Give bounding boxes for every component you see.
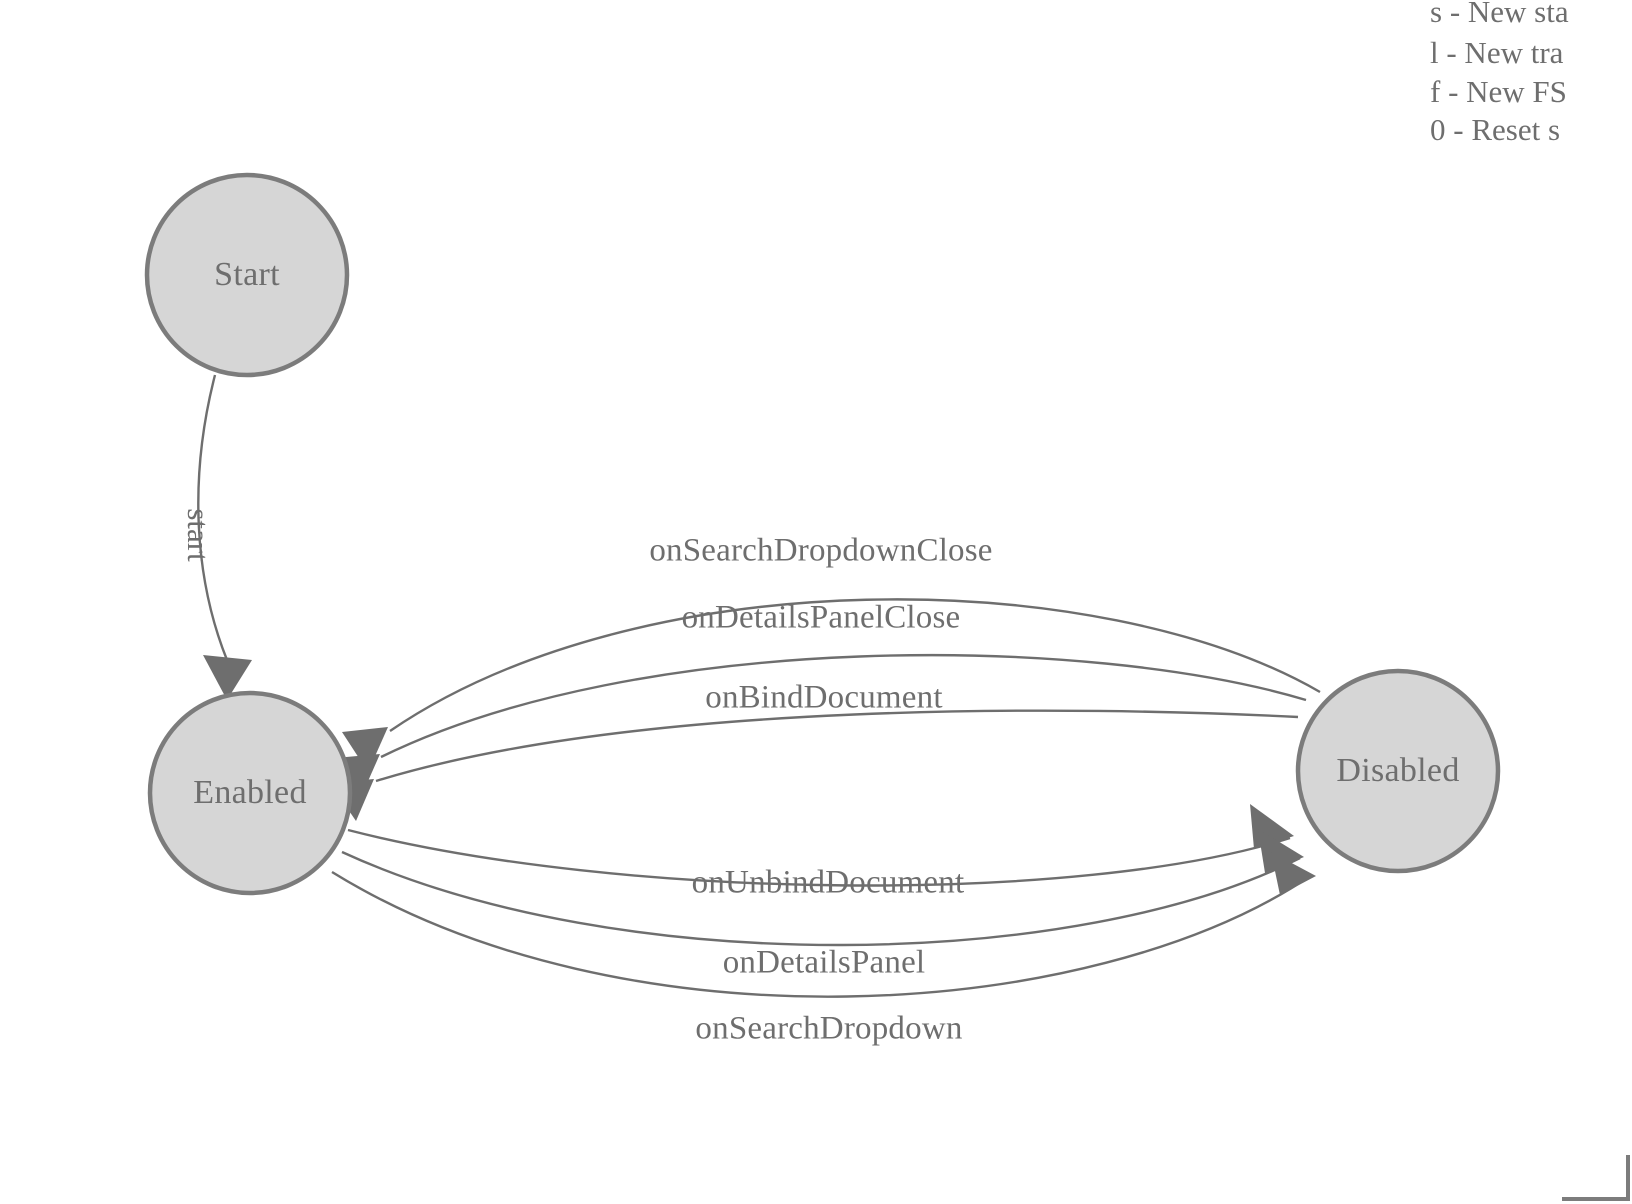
node-disabled[interactable]: Disabled — [1295, 668, 1501, 874]
node-disabled-circle[interactable] — [1295, 668, 1501, 874]
edge-onDetailsPanelClose-path[interactable] — [380, 653, 1307, 759]
legend-line-new-transition: l - New tra — [1430, 35, 1564, 70]
edge-onUnbindDocument-path[interactable] — [347, 828, 1291, 887]
arrowhead-onSearchDropdownClose — [342, 727, 388, 772]
edge-start-path[interactable] — [197, 374, 229, 661]
arrowhead-start — [203, 655, 252, 700]
edge-label-onUnbindDocument: onUnbindDocument — [692, 865, 965, 901]
node-start-circle[interactable] — [144, 172, 350, 378]
node-start-label: Start — [214, 256, 280, 293]
edge-label-onSearchDropdown: onSearchDropdown — [695, 1011, 962, 1047]
edge-onSearchDropdown-path[interactable] — [331, 870, 1313, 998]
edge-onSearchDropdownClose-path[interactable] — [389, 598, 1321, 732]
legend-line-reset: 0 - Reset s — [1430, 112, 1560, 147]
node-enabled-circle[interactable] — [147, 690, 353, 896]
arrowhead-onSearchDropdown — [1271, 852, 1316, 895]
edge-label-onBindDocument: onBindDocument — [705, 680, 942, 716]
node-enabled-label: Enabled — [193, 774, 307, 811]
edge-label-start: start — [181, 508, 216, 562]
legend-line-new-state: s - New sta — [1430, 0, 1569, 29]
node-disabled-label: Disabled — [1336, 752, 1459, 789]
legend-line-new-fsm: f - New FS — [1430, 74, 1567, 109]
edge-label-onSearchDropdownClose: onSearchDropdownClose — [649, 533, 992, 569]
edge-onBindDocument-path[interactable] — [375, 709, 1299, 783]
edge-label-onDetailsPanel: onDetailsPanel — [723, 945, 926, 981]
legend-panel: s - New sta l - New tra f - New FS 0 - R… — [1430, 0, 1569, 147]
node-enabled[interactable]: Enabled — [147, 690, 353, 896]
node-start[interactable]: Start — [144, 172, 350, 378]
edge-label-onDetailsPanelClose: onDetailsPanelClose — [682, 600, 961, 636]
resize-corner-handle[interactable] — [1562, 1155, 1630, 1201]
edge-onDetailsPanel-path[interactable] — [341, 850, 1301, 947]
arrowhead-onDetailsPanel — [1258, 829, 1304, 873]
